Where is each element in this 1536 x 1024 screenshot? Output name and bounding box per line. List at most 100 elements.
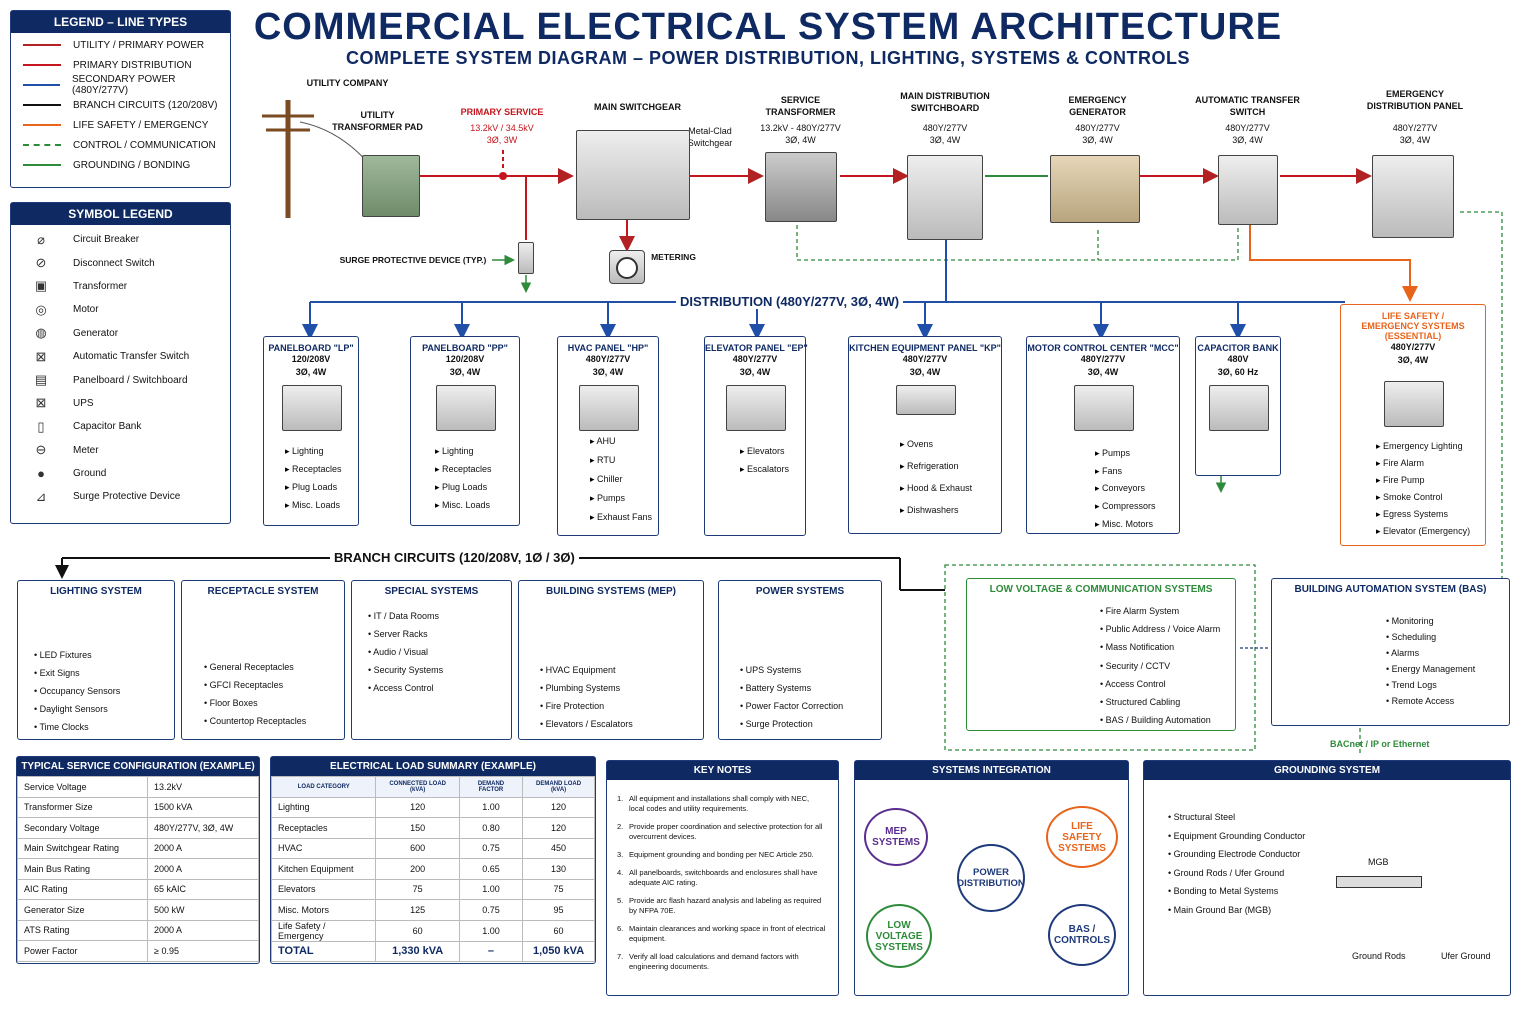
grounding-system: GROUNDING SYSTEM Structural SteelEquipme… — [1143, 760, 1511, 996]
line-swatch — [23, 44, 61, 46]
line-legend-item: UTILITY / PRIMARY POWER — [11, 35, 230, 55]
config-value: ≥ 0.95 — [147, 940, 259, 962]
note-text: Equipment grounding and bonding per NEC … — [629, 850, 814, 859]
motor-icon: ◎ — [35, 301, 47, 317]
load-cell: 75 — [522, 878, 595, 900]
note-item: 5. Provide arc flash hazard analysis and … — [607, 896, 826, 916]
line-legend-title: LEGEND – LINE TYPES — [11, 11, 230, 33]
utility-company-label: UTILITY COMPANY — [306, 78, 389, 88]
system-item: LED Fixtures — [34, 646, 120, 664]
low-voltage-node: LOW VOLTAGE SYSTEMS — [866, 904, 932, 968]
system-title: BUILDING SYSTEMS (MEP) — [545, 586, 676, 597]
system-item: UPS Systems — [740, 661, 843, 679]
line-legend-item: CONTROL / COMMUNICATION — [11, 135, 230, 155]
panel-load-item: Emergency Lighting — [1376, 438, 1470, 455]
load-cell: Receptacles — [270, 817, 377, 839]
system-item: Elevators / Escalators — [540, 715, 633, 733]
system-item: Energy Management — [1386, 661, 1476, 677]
symbol-legend-label: Transformer — [73, 280, 128, 292]
config-value: 1500 kVA — [147, 796, 259, 818]
system-item: IT / Data Rooms — [368, 607, 443, 625]
load-cell: 0.65 — [458, 858, 524, 880]
generator-label: EMERGENCY GENERATOR — [1068, 95, 1127, 117]
panel-load-item: Chiller — [590, 470, 652, 489]
page-subtitle: COMPLETE SYSTEM DIAGRAM – POWER DISTRIBU… — [345, 48, 1191, 68]
panel-spec: 120/208V 3Ø, 4W — [291, 354, 331, 377]
branch-bus-label: BRANCH CIRCUITS (120/208V, 1Ø / 3Ø) — [330, 550, 579, 565]
system-item: Countertop Receptacles — [204, 712, 307, 730]
meter-icon — [609, 250, 645, 284]
system-item: Alarms — [1386, 645, 1475, 661]
system-item: HVAC Equipment — [540, 661, 633, 679]
panel-load-item: Lighting — [435, 442, 492, 460]
main-switchgear-label: MAIN SWITCHGEAR — [594, 102, 681, 112]
table-row: Power Factor≥ 0.95 — [17, 940, 259, 962]
grounding-item: Bonding to Metal Systems — [1168, 882, 1510, 901]
panel-load-item: Exhaust Fans — [590, 508, 652, 527]
total-cell: – — [458, 940, 524, 962]
panel-equipment-icon — [726, 385, 786, 431]
config-value: 2000 A — [147, 837, 259, 859]
note-number: 7. — [617, 952, 624, 961]
ground-icon: ● — [37, 466, 45, 482]
total-cell: 1,330 kVA — [375, 940, 460, 962]
system-item: Structured Cabling — [1100, 693, 1220, 711]
power-distribution-node: POWER DISTRIBUTION — [957, 844, 1025, 912]
column-header: DEMAND LOAD (kVA) — [522, 776, 595, 798]
panelboard-icon: ▤ — [34, 372, 48, 388]
symbol-legend-item: ◍Generator — [11, 322, 230, 345]
metering-label: METERING — [651, 252, 696, 262]
note-number: 5. — [617, 896, 624, 905]
system-item: Access Control — [368, 679, 443, 697]
panel-load-item: Conveyors — [1095, 480, 1156, 498]
system-item-list: MonitoringSchedulingAlarmsEnergy Managem… — [1386, 613, 1475, 709]
line-swatch — [23, 124, 61, 126]
note-item: 7.Verify all load calculations and deman… — [607, 952, 826, 972]
line-legend-label: GROUNDING / BONDING — [73, 159, 191, 171]
system-item: Security Systems — [368, 661, 444, 679]
service-transformer-label: SERVICE TRANSFORMER — [765, 95, 836, 117]
system-item: Security / CCTV — [1100, 657, 1220, 675]
disconnect-icon: ⊘ — [35, 255, 47, 271]
load-cell: 0.75 — [458, 899, 524, 921]
panel-load-item: Ovens — [900, 433, 972, 455]
panel-spec: 480V 3Ø, 60 Hz — [1217, 354, 1259, 377]
main-switchgear-icon — [576, 130, 690, 220]
panel-load-item: Plug Loads — [285, 478, 342, 496]
config-value: 480Y/277V, 3Ø, 4W — [147, 817, 259, 839]
load-cell: 60 — [375, 919, 460, 942]
service-transformer-spec: 13.2kV - 480Y/277V 3Ø, 4W — [760, 123, 841, 145]
service-transformer-icon — [765, 152, 837, 222]
panel-load-item: Fans — [1095, 463, 1156, 481]
panel-load-list: LightingReceptaclesPlug LoadsMisc. Loads — [285, 442, 342, 514]
panel-load-item: Elevators — [740, 442, 789, 460]
symbol-legend-label: Panelboard / Switchboard — [73, 374, 188, 386]
column-header: DEMAND FACTOR — [458, 776, 524, 798]
load-cell: 1.00 — [458, 796, 524, 818]
note-text: Provide arc flash hazard analysis and la… — [629, 896, 822, 915]
panel-load-list: ElevatorsEscalators — [740, 442, 789, 478]
line-legend: LEGEND – LINE TYPES UTILITY / PRIMARY PO… — [10, 10, 231, 188]
system-item: General Receptacles — [204, 658, 306, 676]
line-legend-item: LIFE SAFETY / EMERGENCY — [11, 115, 230, 135]
panel-spec: 480Y/277V 3Ø, 4W — [585, 354, 631, 377]
symbol-legend-item: ◎Motor — [11, 298, 230, 321]
service-config-title: TYPICAL SERVICE CONFIGURATION (EXAMPLE) — [17, 757, 259, 776]
panel-load-item: Misc. Loads — [285, 496, 342, 514]
panel-load-list: OvensRefrigerationHood & ExhaustDishwash… — [900, 433, 972, 521]
line-swatch — [23, 84, 60, 86]
load-cell: 75 — [375, 878, 460, 900]
grounding-item: Equipment Grounding Conductor — [1168, 827, 1510, 846]
system-item: Fire Protection — [540, 697, 633, 715]
edp-icon — [1372, 155, 1454, 238]
symbol-legend: SYMBOL LEGEND ⌀Circuit Breaker⊘Disconnec… — [10, 202, 231, 524]
